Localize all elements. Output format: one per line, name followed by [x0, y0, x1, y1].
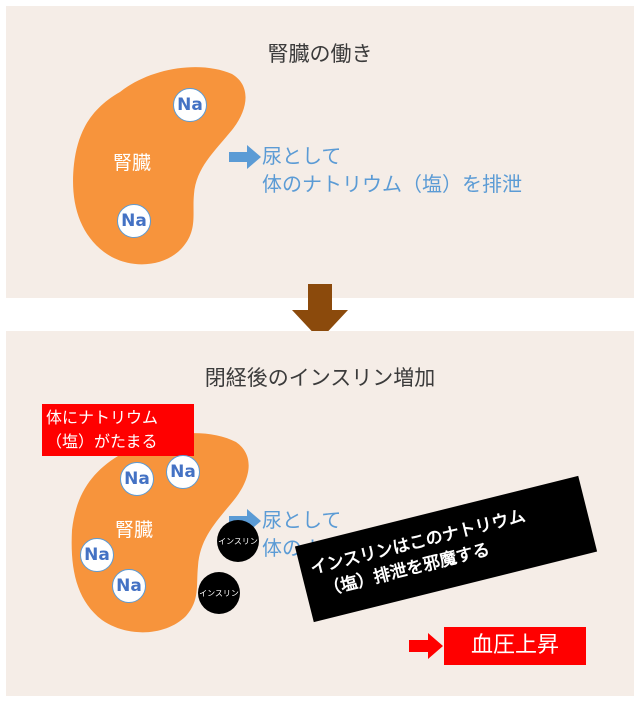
bottom-panel-title: 閉経後のインスリン増加: [204, 366, 436, 390]
top-urine-text: 尿として 体のナトリウム（塩）を排泄: [262, 142, 522, 198]
top-right-arrow-icon: [229, 145, 261, 169]
bottom-kidney-label: 腎臓: [115, 519, 154, 541]
top-urine-line-2: 体のナトリウム（塩）を排泄: [262, 172, 522, 196]
blood-pressure-rise-label: 血圧上昇: [444, 627, 586, 665]
bottom-sodium-4: Na: [112, 569, 146, 603]
insulin-molecule-2: インスリン: [198, 572, 240, 614]
bottom-sodium-2: Na: [166, 455, 200, 489]
red-right-arrow-icon: [409, 633, 443, 659]
insulin-molecule-1: インスリン: [217, 520, 259, 562]
down-arrow-icon: [292, 284, 348, 340]
top-sodium-2: Na: [117, 204, 151, 238]
top-kidney-label: 腎臓: [113, 152, 152, 174]
salt-accumulation-line-1: 体にナトリウム: [46, 408, 159, 427]
salt-accumulation-line-2: （塩）がたまる: [46, 432, 158, 451]
top-panel-title: 腎臓の働き: [267, 42, 373, 66]
bottom-urine-line-1: 尿として: [262, 508, 342, 532]
top-sodium-1: Na: [173, 88, 207, 122]
top-urine-line-1: 尿として: [262, 144, 342, 168]
salt-accumulation-label: 体にナトリウム （塩）がたまる: [42, 404, 194, 456]
bottom-sodium-1: Na: [120, 462, 154, 496]
bottom-sodium-3: Na: [80, 538, 114, 572]
